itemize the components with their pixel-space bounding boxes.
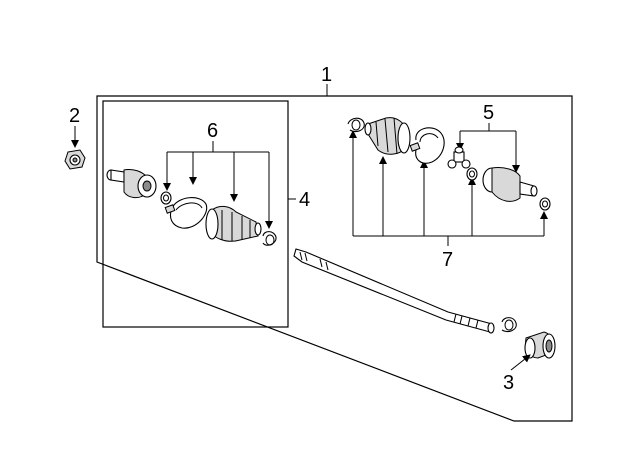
callout-6: 6 [207,120,218,142]
callout-3: 3 [503,372,514,394]
callout-1: 1 [321,64,332,86]
callout-7-bracket [349,130,548,246]
inboard-small-clip [160,191,172,205]
callout-5: 5 [483,102,494,124]
outboard-tripod [447,146,471,169]
outboard-cv-joint [482,167,538,202]
inboard-cv-joint [106,169,157,199]
outboard-small-clip [466,167,478,181]
callout-2: 2 [69,105,80,127]
inboard-boot [205,205,262,242]
inboard-boot-clamp-large [164,197,208,229]
callout-4: 4 [299,189,310,211]
outboard-seal-ring [539,197,551,211]
shaft-clip [501,317,517,333]
outboard-boot-clamp-large [409,127,445,164]
outboard-boot [364,117,411,155]
callout-7: 7 [442,249,453,271]
axle-nut [64,149,86,170]
shaft-bearing [524,331,556,359]
callout-3-leader [510,354,531,371]
outboard-small-clamp [347,117,365,133]
assembly-frame [96,95,573,422]
axle-shaft [293,248,495,334]
inboard-kit-frame [102,100,289,328]
callout-6-bracket [163,141,273,229]
inboard-small-clamp [262,231,277,246]
